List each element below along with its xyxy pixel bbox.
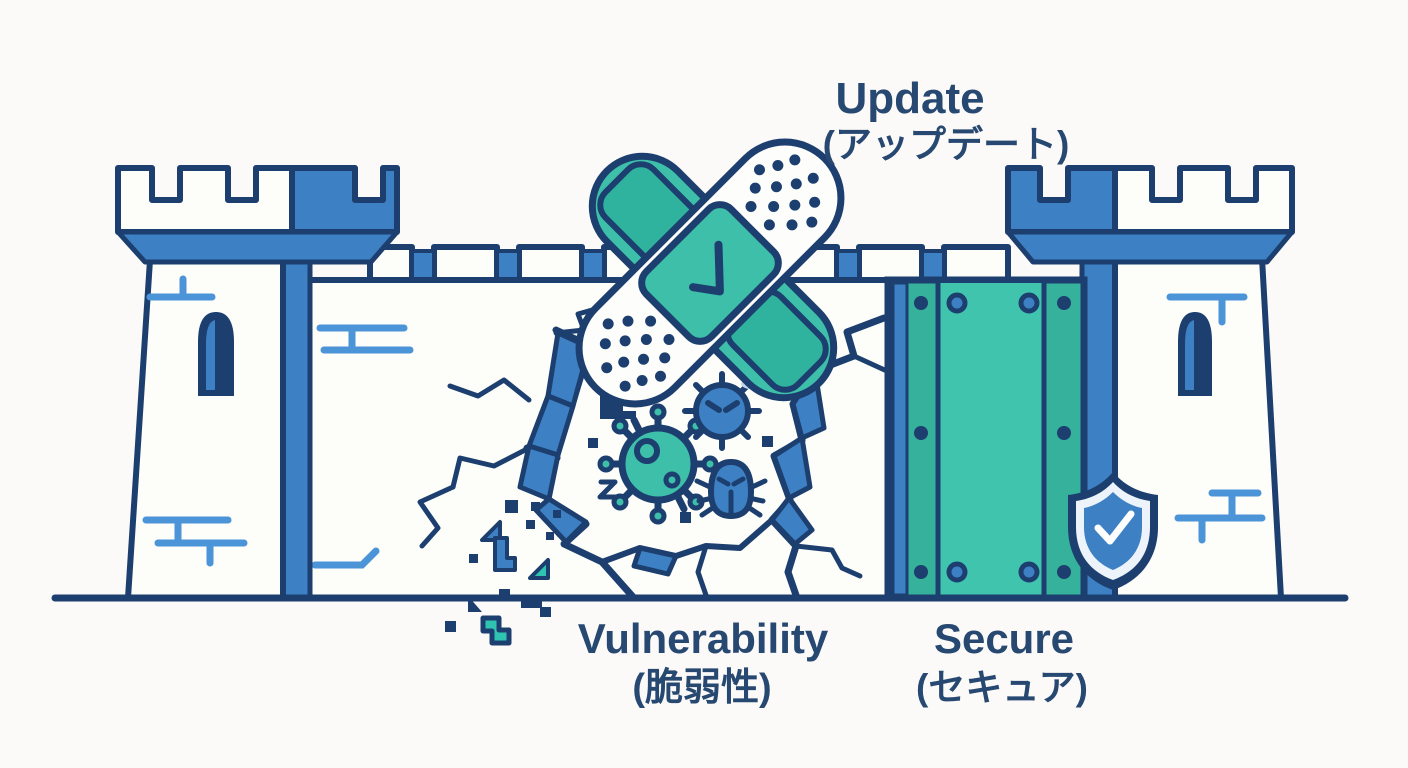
tower-window (198, 312, 234, 396)
virus-icon-teal (597, 403, 719, 525)
angry-eyes (705, 400, 740, 413)
checkmark-icon (689, 240, 724, 296)
checkmark-icon (1094, 510, 1135, 545)
label-secure-ja: (セキュア) (916, 667, 1088, 708)
angry-eyes (716, 476, 746, 487)
tower-shade-column (280, 253, 313, 601)
labels: Update (アップデート) Vulnerability (脆弱性) Secu… (578, 74, 1088, 709)
label-vulnerability-ja: (脆弱性) (632, 666, 771, 709)
label-vulnerability-en: Vulnerability (578, 615, 829, 662)
bug-icon (694, 458, 768, 520)
tower-body (125, 257, 286, 601)
bandage-center-pad (638, 201, 782, 345)
virus-icon-blue (682, 371, 762, 451)
label-update-ja: (アップデート) (823, 123, 1070, 165)
label-secure-en: Secure (934, 615, 1074, 662)
bandage-dots (599, 154, 821, 392)
shield-check-icon (1068, 472, 1158, 590)
tower-crown-bevel (115, 229, 400, 265)
label-update-en: Update (835, 74, 984, 123)
bandage-patch-icon (575, 138, 845, 408)
tower-crown-blue (289, 165, 400, 235)
tower-crown-white (1112, 165, 1295, 235)
brick-marks (311, 324, 414, 569)
brick-marks (1166, 293, 1266, 544)
tower-crown-bevel (1005, 229, 1295, 265)
tower-window (1178, 312, 1212, 396)
metal-door (884, 276, 1088, 602)
brick-marks (142, 275, 248, 567)
castle-tower-left (115, 165, 400, 601)
door-blue-stripe (891, 281, 909, 597)
door-center-panel (940, 283, 1042, 595)
tower-crown-white (115, 165, 295, 235)
door-rivets (914, 292, 1071, 583)
